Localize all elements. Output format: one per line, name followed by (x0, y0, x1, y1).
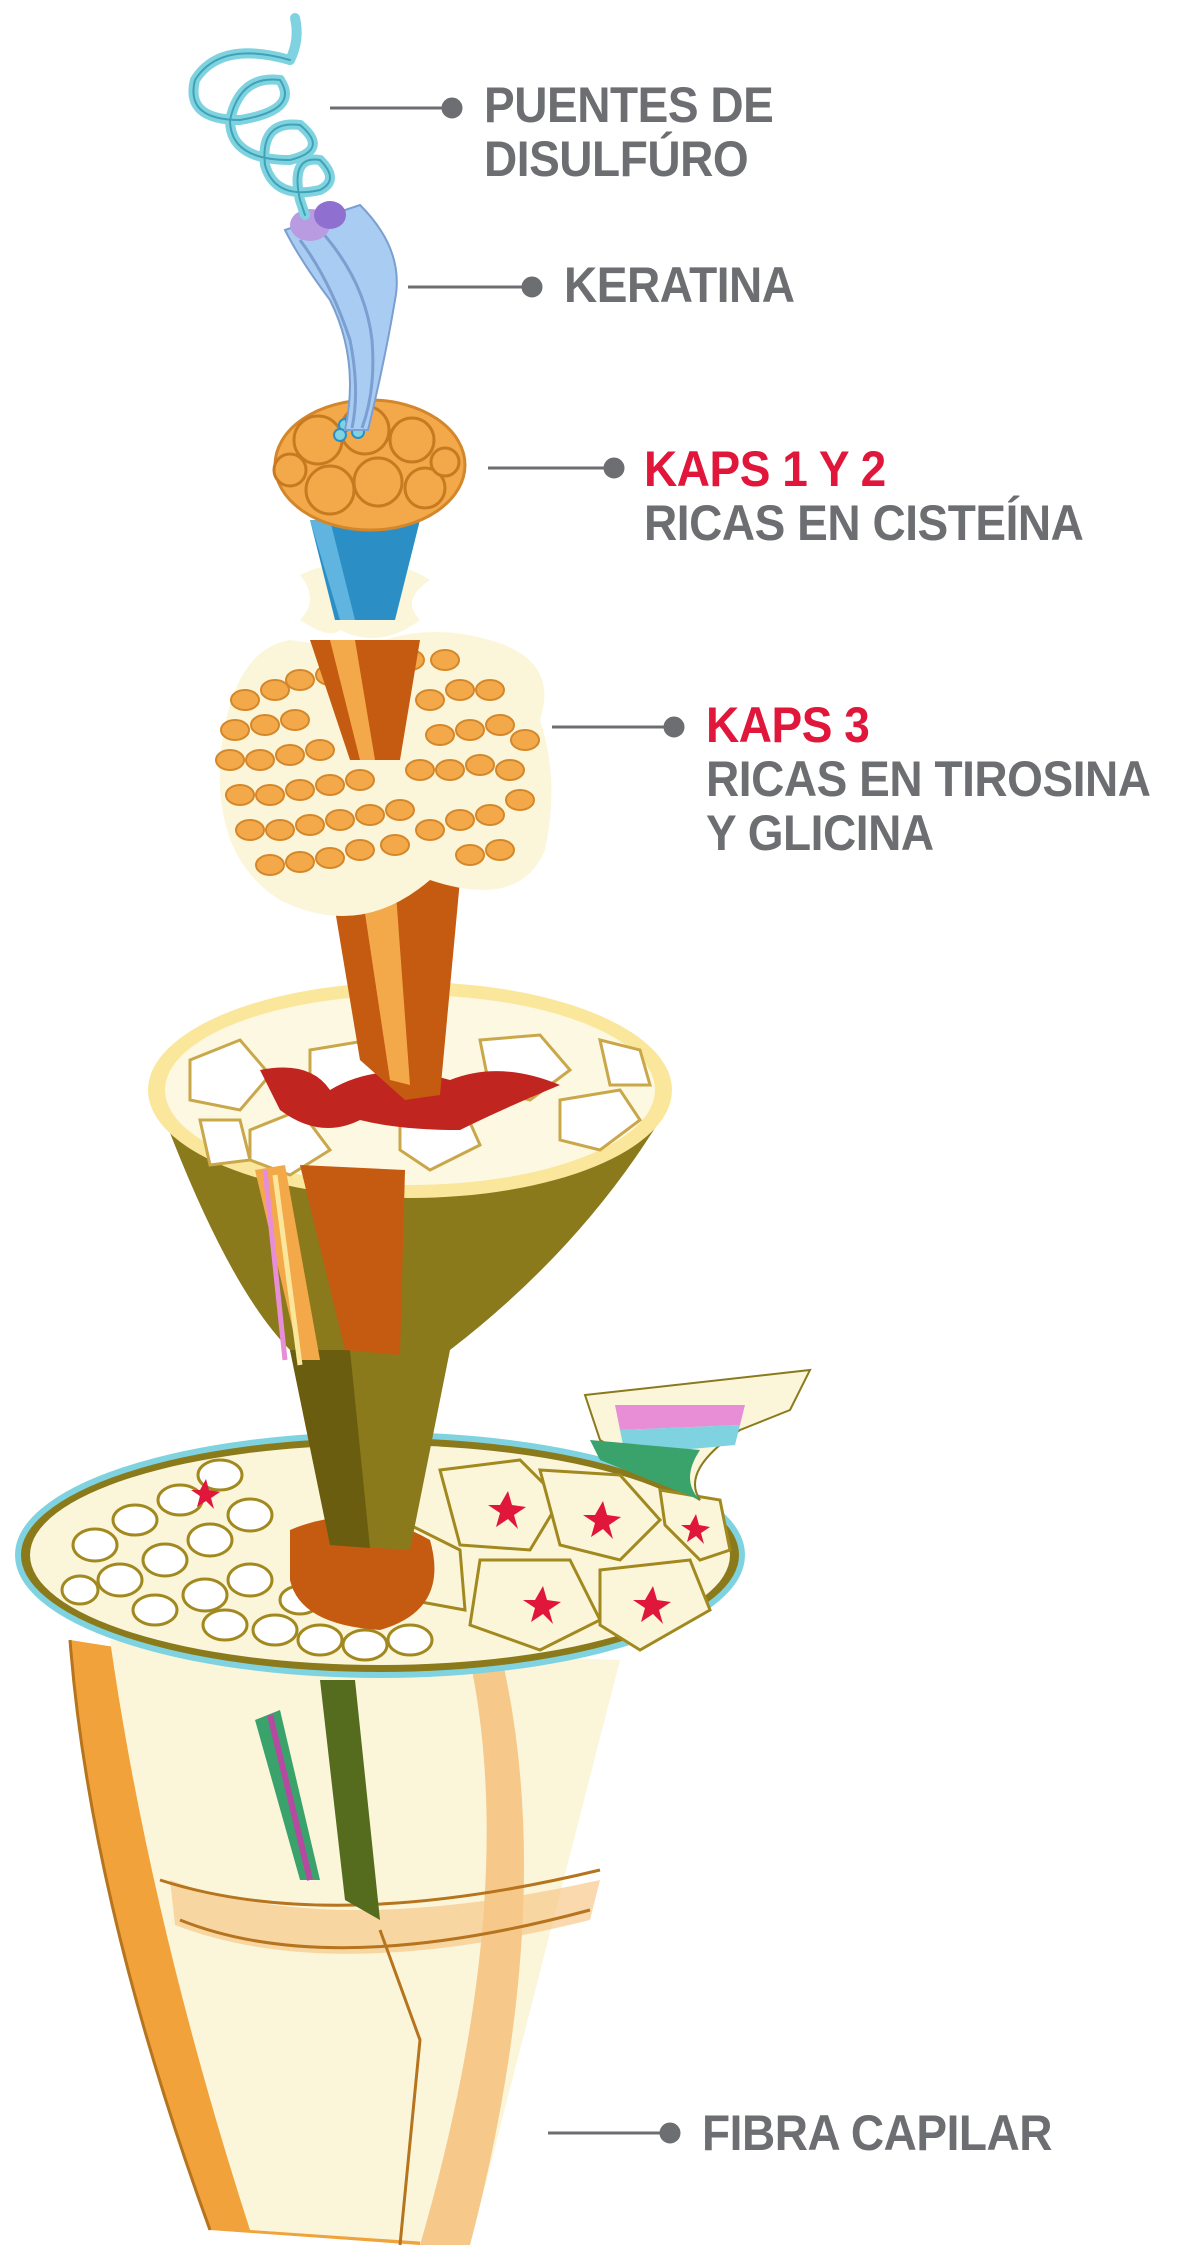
label-kaps12-line2: RICAS EN CISTEÍNA (644, 496, 1083, 550)
label-keratina: KERATINA (564, 258, 795, 312)
label-kaps3-highlight: KAPS 3 (706, 698, 1151, 752)
kaps12-illustration (274, 400, 465, 638)
label-disulfuro: PUENTES DE DISULFÚRO (484, 78, 773, 186)
keratin-fiber-illustration (285, 201, 397, 430)
leader-dot-disulfuro (443, 99, 461, 117)
label-fibra-line1: FIBRA CAPILAR (702, 2106, 1052, 2160)
label-kaps12: KAPS 1 Y 2 RICAS EN CISTEÍNA (644, 442, 1083, 550)
label-disulfuro-line1: PUENTES DE (484, 78, 773, 132)
leader-dot-fibra (661, 2124, 679, 2142)
label-fibra: FIBRA CAPILAR (702, 2106, 1052, 2160)
label-keratina-line1: KERATINA (564, 258, 795, 312)
leader-dot-kaps3 (665, 718, 683, 736)
label-disulfuro-line2: DISULFÚRO (484, 132, 773, 186)
disulfide-helix-illustration (193, 18, 330, 215)
leader-dot-kaps12 (605, 459, 623, 477)
label-kaps3-line3: Y GLICINA (706, 806, 1151, 860)
label-kaps3: KAPS 3 RICAS EN TIROSINA Y GLICINA (706, 698, 1151, 860)
label-kaps3-line2: RICAS EN TIROSINA (706, 752, 1151, 806)
label-kaps12-highlight: KAPS 1 Y 2 (644, 442, 1083, 496)
leader-dot-keratina (523, 278, 541, 296)
